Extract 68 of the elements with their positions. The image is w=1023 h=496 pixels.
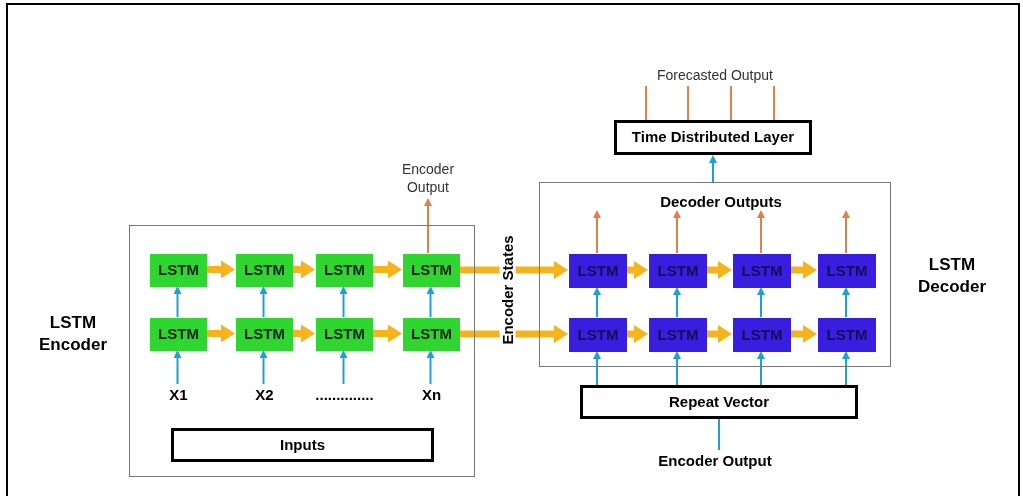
arrow: [292, 260, 315, 279]
arrow: [426, 350, 435, 385]
arrow: [173, 286, 182, 318]
arrow: [757, 287, 765, 318]
arrow: [339, 286, 348, 318]
lstm-cell: LSTM: [150, 318, 207, 351]
group-frame: [129, 225, 475, 477]
arrow: [339, 350, 348, 385]
lstm-cell: LSTM: [649, 318, 707, 352]
arrow: [459, 261, 568, 279]
layer-box: Inputs: [171, 428, 434, 462]
arrow: [173, 350, 182, 385]
lstm-cell: LSTM: [569, 254, 627, 288]
arrow: [706, 261, 732, 279]
arrow: [372, 324, 402, 343]
arrow: [709, 155, 717, 183]
layer-box: Time Distributed Layer: [614, 120, 812, 155]
arrow: [706, 325, 732, 343]
lstm-cell: LSTM: [316, 254, 373, 287]
lstm-cell: LSTM: [150, 254, 207, 287]
lstm-cell: LSTM: [569, 318, 627, 352]
output-label: Forecasted Output: [630, 64, 800, 86]
text-label: ..............: [307, 385, 382, 405]
lstm-cell: LSTM: [733, 254, 791, 288]
arrow: [206, 260, 235, 279]
arrow: [593, 287, 601, 318]
arrow: [626, 261, 648, 279]
lstm-cell: LSTM: [818, 254, 876, 288]
text-label: X2: [247, 385, 282, 405]
lstm-cell: LSTM: [649, 254, 707, 288]
arrow: [842, 287, 850, 318]
lstm-cell: LSTM: [236, 254, 293, 287]
arrow: [259, 286, 268, 318]
arrow: [372, 260, 402, 279]
arrow: [292, 324, 315, 343]
arrow: [673, 287, 681, 318]
text-label: Decoder Outputs: [653, 193, 789, 211]
arrow: [842, 351, 850, 386]
arrow: [757, 351, 765, 386]
lstm-cell: LSTM: [403, 254, 460, 287]
lstm-cell: LSTM: [316, 318, 373, 351]
text-label: Xn: [414, 385, 449, 405]
arrow: [459, 325, 568, 343]
lstm-cell: LSTM: [818, 318, 876, 352]
arrow: [673, 351, 681, 386]
arrow: [842, 210, 850, 254]
arrow: [790, 325, 817, 343]
arrow: [673, 210, 681, 254]
arrow: [757, 210, 765, 254]
group-frame: [539, 182, 891, 367]
arrow: [426, 286, 435, 318]
rotated-label: Encoder States: [500, 235, 516, 345]
arrow: [790, 261, 817, 279]
text-label: X1: [161, 385, 196, 405]
arrow: [593, 210, 601, 254]
group-label: LSTM Decoder: [917, 254, 987, 298]
arrow: [206, 324, 235, 343]
lstm-cell: LSTM: [403, 318, 460, 351]
arrow: [593, 351, 601, 386]
arrow: [626, 325, 648, 343]
arrow: [424, 198, 432, 254]
layer-box: Repeat Vector: [580, 385, 858, 419]
lstm-cell: LSTM: [236, 318, 293, 351]
lstm-cell: LSTM: [733, 318, 791, 352]
text-label: Encoder Output: [625, 450, 805, 472]
group-label: LSTM Encoder: [38, 312, 108, 356]
arrow: [259, 350, 268, 385]
output-label: Encoder Output: [388, 158, 468, 198]
